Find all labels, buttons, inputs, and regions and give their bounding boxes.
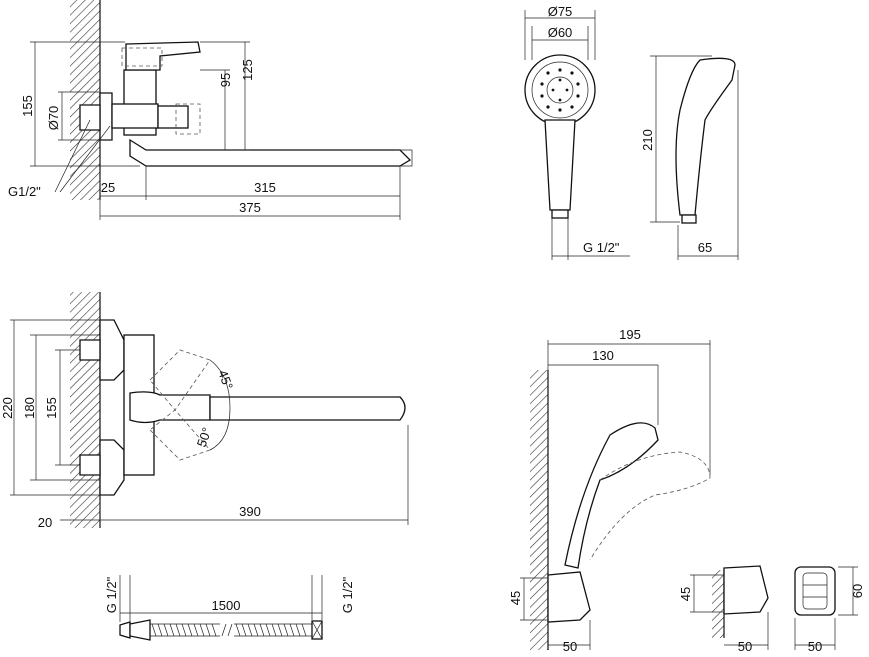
hose-segment-right [234, 623, 312, 637]
holder-front-view: 60 50 [794, 566, 865, 654]
dim-95: 95 [218, 73, 233, 87]
dim-390: 390 [239, 504, 261, 519]
dim-25: 25 [101, 180, 115, 195]
holder-detail-view: 45 50 [678, 565, 769, 654]
hose-thread-right: G 1/2" [340, 576, 355, 613]
dim-50-detail: 50 [738, 639, 752, 654]
dim-155-top: 155 [44, 397, 59, 419]
hose-view: G 1/2" 1500 G 1/2" [104, 575, 355, 641]
dim-45-detail: 45 [678, 587, 693, 601]
dim-315: 315 [254, 180, 276, 195]
dim-220: 220 [0, 397, 15, 419]
hs-thread: G 1/2" [583, 240, 620, 255]
dim-70: Ø70 [46, 106, 61, 131]
dim-65: 65 [698, 240, 712, 255]
dim-d60: Ø60 [548, 25, 573, 40]
wall-hatch [70, 0, 100, 200]
dim-130: 130 [592, 348, 614, 363]
spout [129, 138, 412, 167]
dim-50-front: 50 [808, 639, 822, 654]
dim-155: 155 [20, 95, 35, 117]
dim-125: 125 [240, 59, 255, 81]
thread-label: G1/2" [8, 184, 41, 199]
dim-375: 375 [239, 200, 261, 215]
handshower-side-view: 210 65 [640, 55, 739, 260]
angle-45: 45° [215, 368, 236, 392]
angle-50: 50° [194, 425, 215, 449]
wall-holder [547, 571, 591, 623]
dim-d75: Ø75 [548, 4, 573, 19]
handshower-front-view: Ø75 Ø60 G 1/2" [524, 4, 630, 260]
side-view: 155 Ø70 125 95 G1/2" 25 315 375 [8, 0, 413, 220]
hose-thread-left: G 1/2" [104, 576, 119, 613]
dim-60: 60 [850, 584, 865, 598]
top-view: 220 180 155 45° 50° 20 390 [0, 292, 409, 530]
holder-view: 195 130 45 50 [508, 327, 711, 654]
dim-45: 45 [508, 591, 523, 605]
dim-180: 180 [22, 397, 37, 419]
spout-top [209, 396, 406, 421]
dim-195: 195 [619, 327, 641, 342]
dim-20: 20 [38, 515, 52, 530]
dim-210: 210 [640, 129, 655, 151]
hose-length: 1500 [212, 598, 241, 613]
dim-50: 50 [563, 639, 577, 654]
lever [125, 41, 201, 71]
